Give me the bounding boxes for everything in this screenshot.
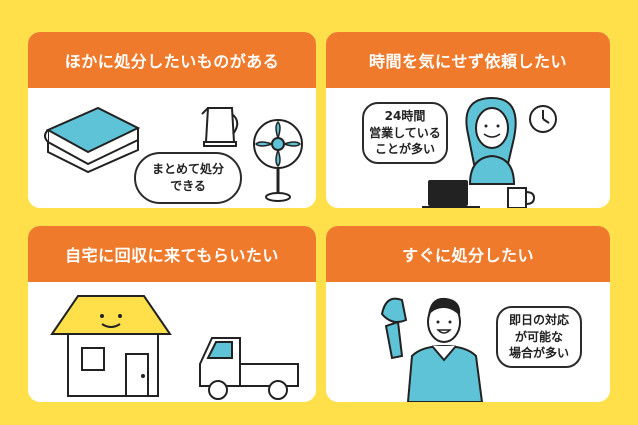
panel-illustration — [28, 282, 316, 402]
worker-icon — [380, 297, 484, 402]
panel-home-pickup: 自宅に回収に来てもらいたい — [28, 226, 316, 402]
laptop-icon — [422, 180, 480, 208]
panel-immediate-disposal: すぐに処分したい 即日の対応 が可能な 場合が多い — [326, 226, 610, 402]
clock-icon — [529, 105, 557, 133]
panel-disposal-multiple: ほかに処分したいものがある まとめて処分 — [28, 32, 316, 208]
woman-icon — [465, 96, 517, 185]
panel-title: 自宅に回収に来てもらいたい — [28, 226, 316, 282]
panel-title: 時間を気にせず依頼したい — [326, 32, 610, 88]
truck-icon — [199, 337, 299, 400]
fan-icon — [253, 119, 303, 202]
panel-title: すぐに処分したい — [326, 226, 610, 282]
kettle-icon — [201, 107, 239, 147]
bubble-text-line: できる — [170, 179, 206, 193]
bubble-text-line: 営業している — [369, 125, 441, 140]
speech-bubble: 即日の対応 が可能な 場合が多い — [496, 306, 582, 368]
bubble-text-line: が可能な — [514, 329, 563, 344]
panel-title: ほかに処分したいものがある — [28, 32, 316, 88]
bubble-text-line: 即日の対応 — [508, 312, 569, 327]
cloud-speech-bubble: まとめて処分 できる — [134, 152, 242, 204]
mug-icon — [507, 187, 536, 208]
house-icon — [50, 295, 172, 397]
futon-icon — [44, 106, 141, 174]
panel-illustration: 即日の対応 が可能な 場合が多い — [326, 282, 610, 402]
panel-request-anytime: 時間を気にせず依頼したい 24時間 営業している ことが多い — [326, 32, 610, 208]
bubble-text-line: まとめて処分 — [151, 162, 224, 177]
bubble-text-line: 場合が多い — [508, 346, 569, 361]
panel-illustration: 24時間 営業している ことが多い — [326, 88, 610, 208]
bubble-text-line: ことが多い — [374, 142, 435, 157]
speech-bubble: 24時間 営業している ことが多い — [362, 102, 448, 164]
bubble-text-line: 24時間 — [384, 108, 426, 123]
panel-illustration: まとめて処分 できる — [28, 88, 316, 208]
